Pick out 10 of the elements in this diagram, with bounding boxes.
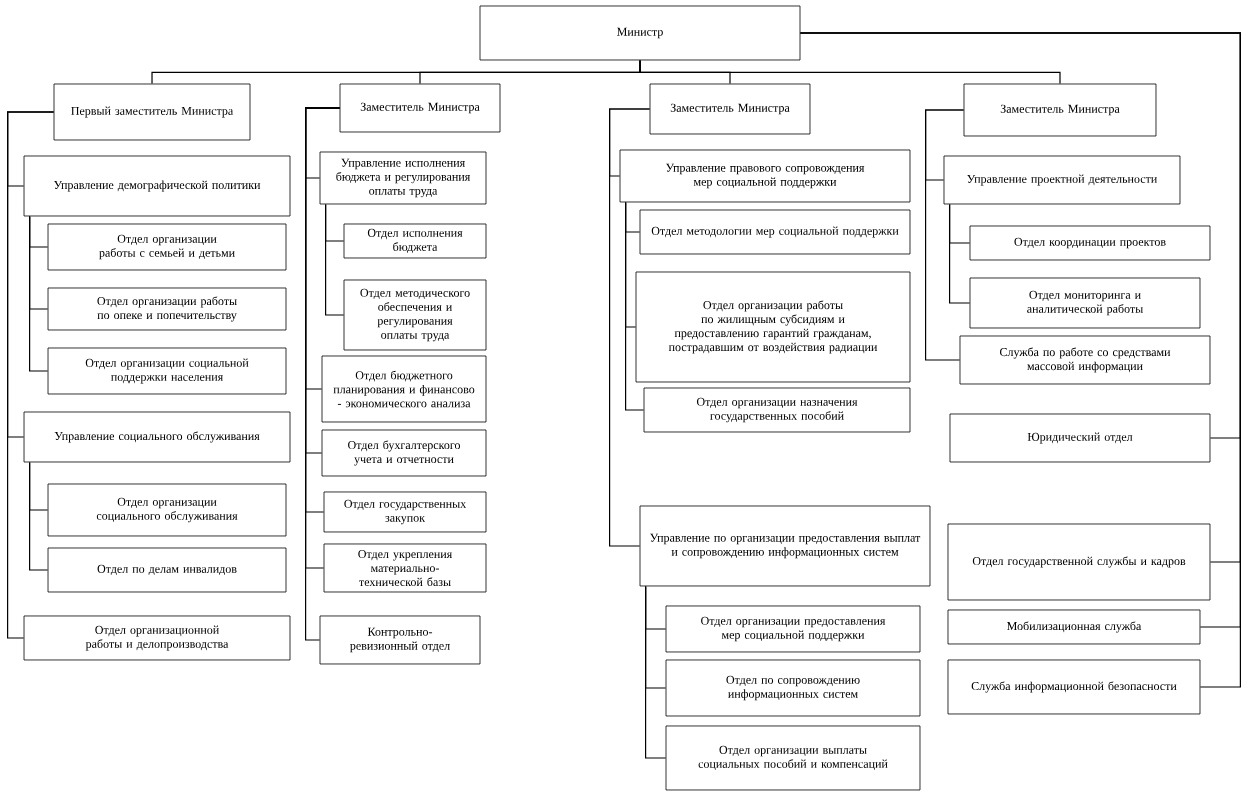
connector	[7, 111, 55, 639]
connector	[645, 585, 667, 759]
connector	[609, 108, 651, 547]
connector	[325, 203, 345, 316]
connector	[625, 201, 645, 411]
connector	[925, 109, 965, 361]
connector	[639, 59, 1061, 85]
connector	[949, 203, 971, 304]
connector	[29, 215, 49, 372]
connector	[29, 461, 49, 571]
